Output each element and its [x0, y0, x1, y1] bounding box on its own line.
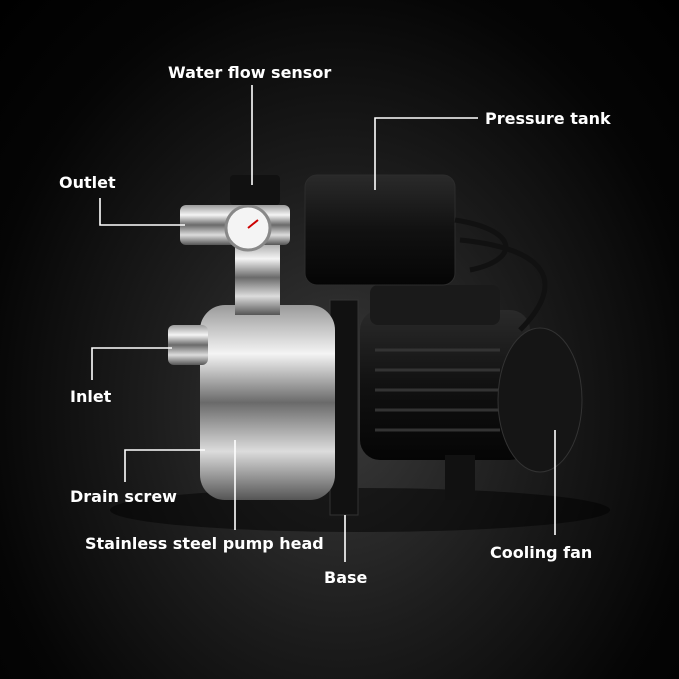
cooling-fan-cover — [497, 327, 583, 473]
motor-body — [360, 310, 530, 460]
label-drain-screw: Drain screw — [70, 487, 177, 506]
label-base: Base — [324, 568, 368, 587]
label-inlet: Inlet — [70, 387, 112, 406]
leader-lines — [91, 85, 556, 562]
label-water-flow-sensor: Water flow sensor — [168, 63, 332, 82]
label-cooling-fan: Cooling fan — [490, 543, 593, 562]
pressure-tank — [304, 174, 456, 286]
pump-head — [200, 305, 335, 500]
label-outlet: Outlet — [59, 173, 116, 192]
label-pump-head: Stainless steel pump head — [85, 534, 324, 553]
label-pressure-tank: Pressure tank — [485, 109, 611, 128]
